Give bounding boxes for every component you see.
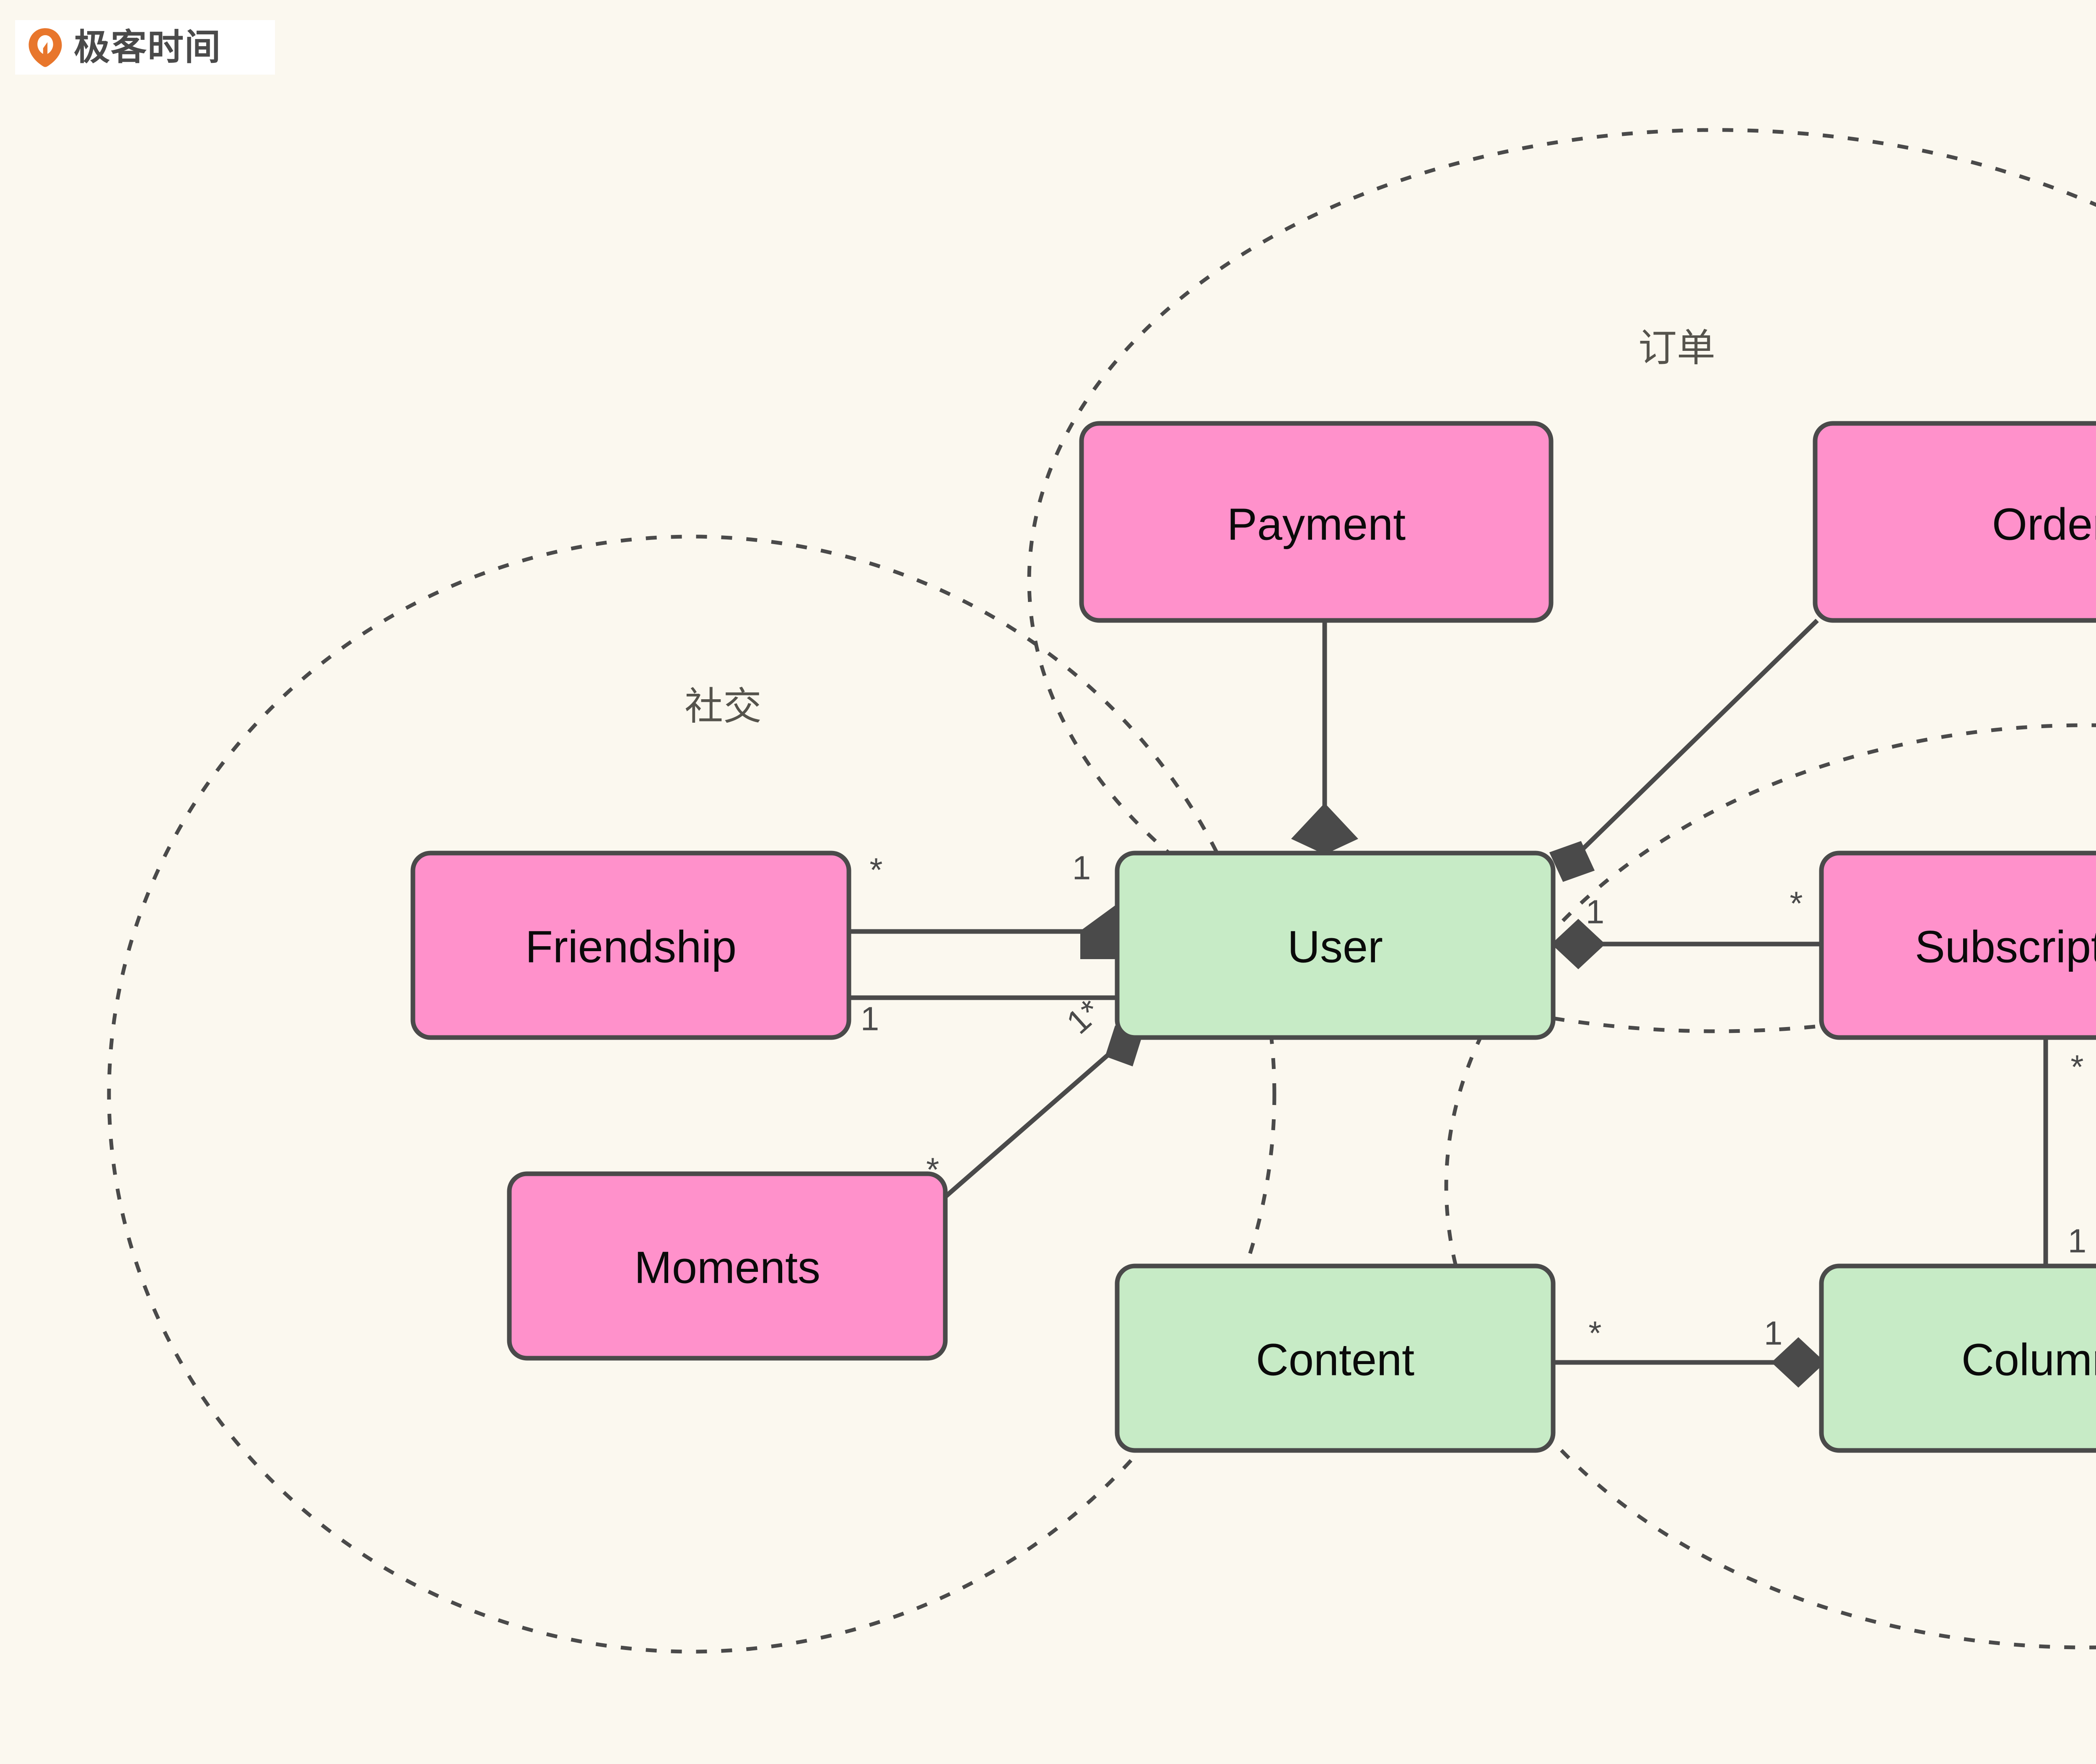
multiplicity-friendship-one: 1	[861, 1000, 879, 1038]
node-column-label: Column	[1961, 1334, 2096, 1385]
brand-logo: 极客时间	[15, 20, 275, 75]
edge-end-diamond-payment-user	[1291, 803, 1359, 855]
node-friendship-rect[interactable]	[410, 851, 851, 1040]
group-ellipses	[107, 128, 2096, 1654]
node-moments[interactable]: Moments	[507, 1171, 948, 1361]
node-moments-rect[interactable]	[507, 1171, 948, 1361]
multiplicity-friendship-star: *	[869, 851, 882, 889]
node-user[interactable]: User	[1115, 851, 1556, 1040]
edge-moments-user	[944, 1038, 1127, 1199]
nodes-layer: Payment Order Friendship User Subscripti…	[410, 421, 2096, 1453]
geektime-logo-icon	[29, 28, 62, 67]
group-ellipse-social	[107, 534, 1276, 1654]
node-user-label: User	[1287, 921, 1383, 972]
edge-end-diamond-order-user	[1549, 841, 1595, 882]
multiplicity-user-left-one: 1	[1072, 849, 1091, 887]
node-friendship-label: Friendship	[525, 921, 737, 972]
multiplicity-content-star: *	[1588, 1315, 1601, 1352]
multiplicity-moments-star: *	[926, 1151, 939, 1188]
node-column-rect[interactable]	[1819, 1263, 2096, 1453]
brand-name-text: 极客时间	[74, 26, 221, 68]
node-subscription-rect[interactable]	[1819, 851, 2096, 1040]
node-subscription[interactable]: Subscription	[1819, 851, 2096, 1040]
node-order-label: Order	[1992, 499, 2096, 550]
node-column[interactable]: Column	[1819, 1263, 2096, 1453]
multiplicity-subscription-column-star: *	[2070, 1048, 2083, 1086]
node-payment[interactable]: Payment	[1079, 421, 1554, 623]
node-content-label: Content	[1256, 1334, 1414, 1385]
node-order-rect[interactable]	[1813, 421, 2096, 623]
multiplicity-subscription-column-one: 1	[2068, 1222, 2087, 1260]
node-payment-label: Payment	[1227, 499, 1406, 550]
edge-end-diamond-subscription-user	[1551, 918, 1606, 970]
node-friendship[interactable]: Friendship	[410, 851, 851, 1040]
edge-order-user	[1564, 619, 1819, 867]
node-moments-label: Moments	[634, 1242, 820, 1293]
edges-layer	[849, 619, 2048, 1388]
multiplicity-subscription-star: *	[1790, 885, 1803, 922]
node-user-rect[interactable]	[1115, 851, 1556, 1040]
group-label-social: 社交	[685, 684, 762, 729]
node-payment-rect[interactable]	[1079, 421, 1554, 623]
node-content-rect[interactable]	[1115, 1263, 1556, 1453]
multiplicity-order-user-one: 1	[1586, 893, 1605, 931]
multiplicity-column-left-one: 1	[1764, 1315, 1783, 1352]
node-order[interactable]: Order	[1813, 421, 2096, 623]
node-content[interactable]: Content	[1115, 1263, 1556, 1453]
node-subscription-label: Subscription	[1915, 921, 2096, 972]
group-ellipse-subscription	[1444, 723, 2096, 1650]
group-label-order: 订单	[1638, 326, 1715, 371]
